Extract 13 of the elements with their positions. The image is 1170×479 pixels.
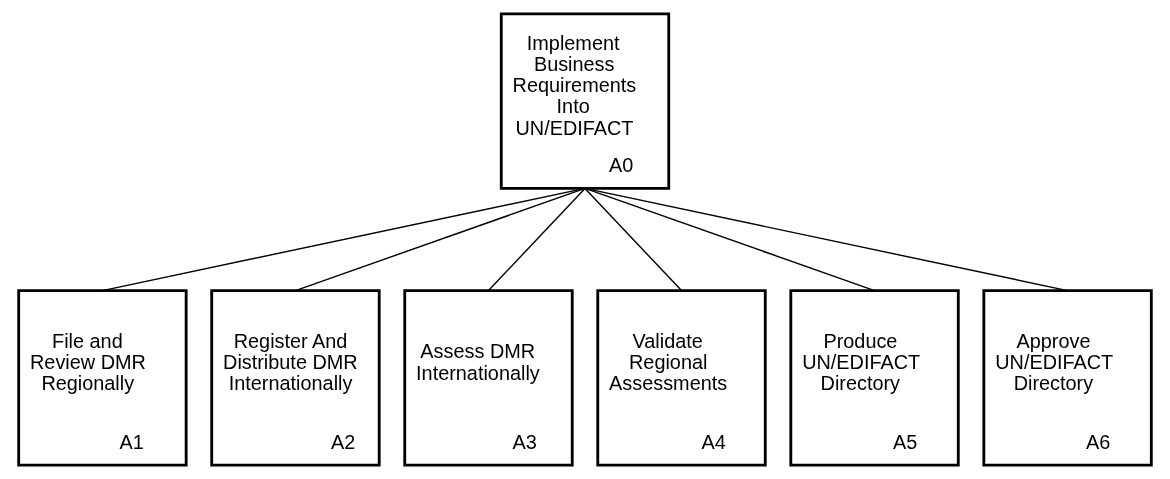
connector (584, 187, 683, 292)
node-box: Assess DMR Internationally A3 (403, 289, 574, 467)
connector (294, 187, 586, 292)
node-box: File and Review DMR Regionally A1 (17, 289, 188, 467)
node-box: Approve UN/EDIFACT Directory A6 (982, 289, 1153, 467)
node-box: Validate Regional Assessments A4 (596, 289, 767, 467)
connector (101, 187, 586, 292)
connector (584, 187, 876, 292)
connector (584, 187, 1069, 292)
node-box: Register And Distribute DMR Internationally A2 (210, 289, 381, 467)
connector (487, 187, 586, 292)
node-box: Produce UN/EDIFACT Directory A5 (789, 289, 960, 467)
node-box: Implement Business Requirements Into UN/EDIFACT A0 (499, 12, 671, 190)
